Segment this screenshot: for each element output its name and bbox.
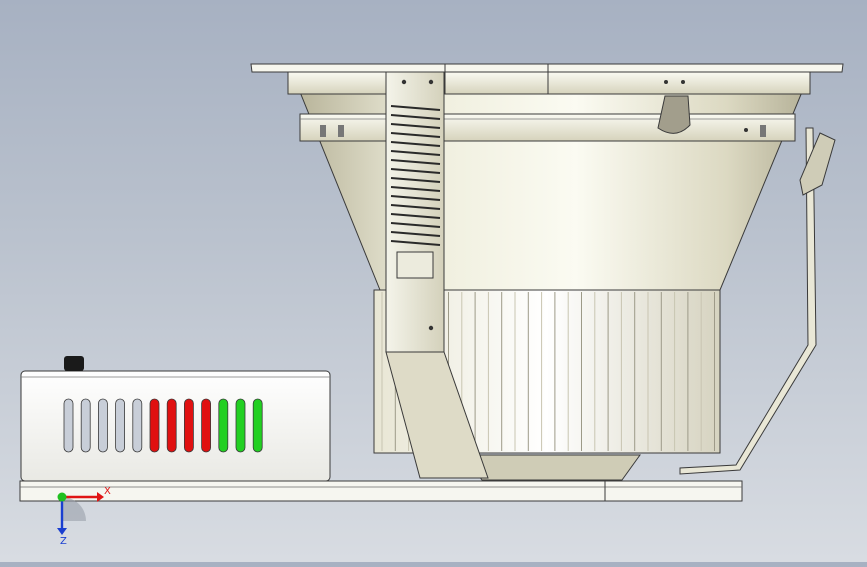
coil-turn xyxy=(390,231,441,237)
driver-knob[interactable] xyxy=(64,356,84,371)
coordinate-triad: X Z xyxy=(57,486,111,547)
mounting-bracket[interactable] xyxy=(385,71,836,479)
coil-turn xyxy=(390,159,441,165)
coil-turn xyxy=(390,150,441,156)
coil-turn xyxy=(390,222,441,228)
vent-slot xyxy=(218,398,229,453)
y-axis-marker xyxy=(57,492,67,502)
vent-slot xyxy=(201,398,212,453)
reflector-cone[interactable] xyxy=(299,91,803,291)
coil-turn xyxy=(390,105,441,111)
vent-slot xyxy=(98,398,108,453)
vent-slot xyxy=(80,398,91,453)
coil-turn xyxy=(390,168,441,174)
x-axis-label: X xyxy=(104,486,111,497)
vent-slot xyxy=(115,398,125,453)
coil-turn xyxy=(390,141,441,147)
spring-coil xyxy=(390,105,441,246)
vent-slot xyxy=(252,398,263,453)
driver-vent-slots xyxy=(63,398,263,453)
vent-slot xyxy=(149,398,160,453)
driver-box[interactable] xyxy=(20,356,331,482)
coil-turn xyxy=(390,114,441,120)
coil-turn xyxy=(390,177,441,183)
coil-turn xyxy=(390,213,441,219)
vent-slot xyxy=(235,398,246,453)
z-axis-label: Z xyxy=(60,536,67,547)
vent-slot xyxy=(132,398,143,453)
vent-slot xyxy=(63,398,74,453)
coil-turn xyxy=(390,132,441,138)
coil-turn xyxy=(390,195,441,201)
base-plate[interactable] xyxy=(19,480,743,502)
coil-turn xyxy=(390,186,441,192)
coil-turn xyxy=(390,204,441,210)
coil-turn xyxy=(390,240,441,246)
coil-turn xyxy=(390,123,441,129)
vent-slot xyxy=(166,398,177,453)
vent-slot xyxy=(183,398,194,453)
